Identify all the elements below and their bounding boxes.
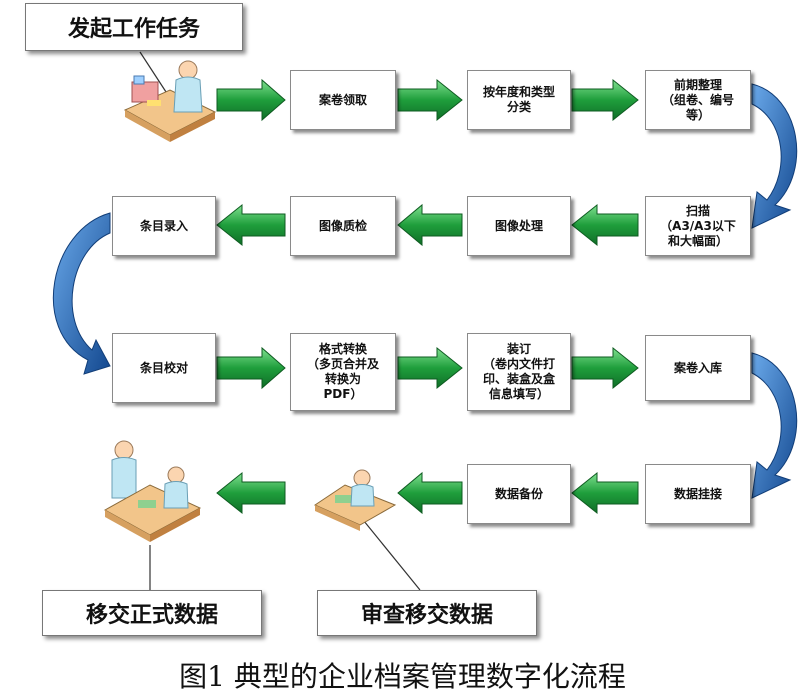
- step-entry-check: 条目校对: [112, 333, 216, 403]
- curve-arrow-right-1: [751, 83, 798, 229]
- step-image-qc: 图像质检: [290, 196, 396, 256]
- step-entry-input: 条目录入: [112, 196, 216, 256]
- arrow-left-2: [397, 203, 463, 247]
- review-transfer-data-label: 审查移交数据: [317, 590, 537, 636]
- step-format-convert: 格式转换 （多页合并及 转换为 PDF）: [290, 333, 396, 411]
- connector-bottom-right: [354, 509, 421, 591]
- step-binding: 装订 （卷内文件打 印、装盒及盒 信息填写）: [467, 333, 571, 411]
- arrow-right-3: [571, 78, 639, 122]
- arrow-left-1: [571, 203, 639, 247]
- arrow-right-2: [397, 78, 463, 122]
- step-classify: 按年度和类型 分类: [467, 70, 571, 130]
- start-task-label: 发起工作任务: [25, 3, 243, 51]
- arrow-right-6: [571, 346, 639, 390]
- step-data-backup: 数据备份: [467, 464, 571, 524]
- step-data-mount: 数据挂接: [645, 464, 751, 524]
- step-case-pickup: 案卷领取: [290, 70, 396, 130]
- step-archive-storage: 案卷入库: [645, 335, 751, 401]
- person-desk-icon: [123, 60, 217, 142]
- arrow-left-5: [397, 471, 463, 515]
- transfer-official-data-label: 移交正式数据: [42, 590, 262, 636]
- connector-top: [139, 51, 169, 96]
- two-people-icon: [103, 440, 202, 542]
- figure-caption: 图1 典型的企业档案管理数字化流程: [179, 660, 626, 693]
- arrow-left-4: [571, 471, 639, 515]
- curve-arrow-right-2: [751, 352, 798, 499]
- arrow-left-6: [216, 471, 286, 515]
- person-review-icon: [313, 469, 397, 531]
- arrow-right-1: [216, 78, 286, 122]
- step-image-processing: 图像处理: [467, 196, 571, 256]
- arrow-right-5: [397, 346, 463, 390]
- step-preprocess: 前期整理 （组卷、编号 等）: [645, 70, 751, 130]
- arrow-left-3: [216, 203, 286, 247]
- step-scan: 扫描 （A3/A3以下 和大幅面）: [645, 196, 751, 256]
- arrow-right-4: [216, 346, 286, 390]
- curve-arrow-left: [52, 212, 111, 375]
